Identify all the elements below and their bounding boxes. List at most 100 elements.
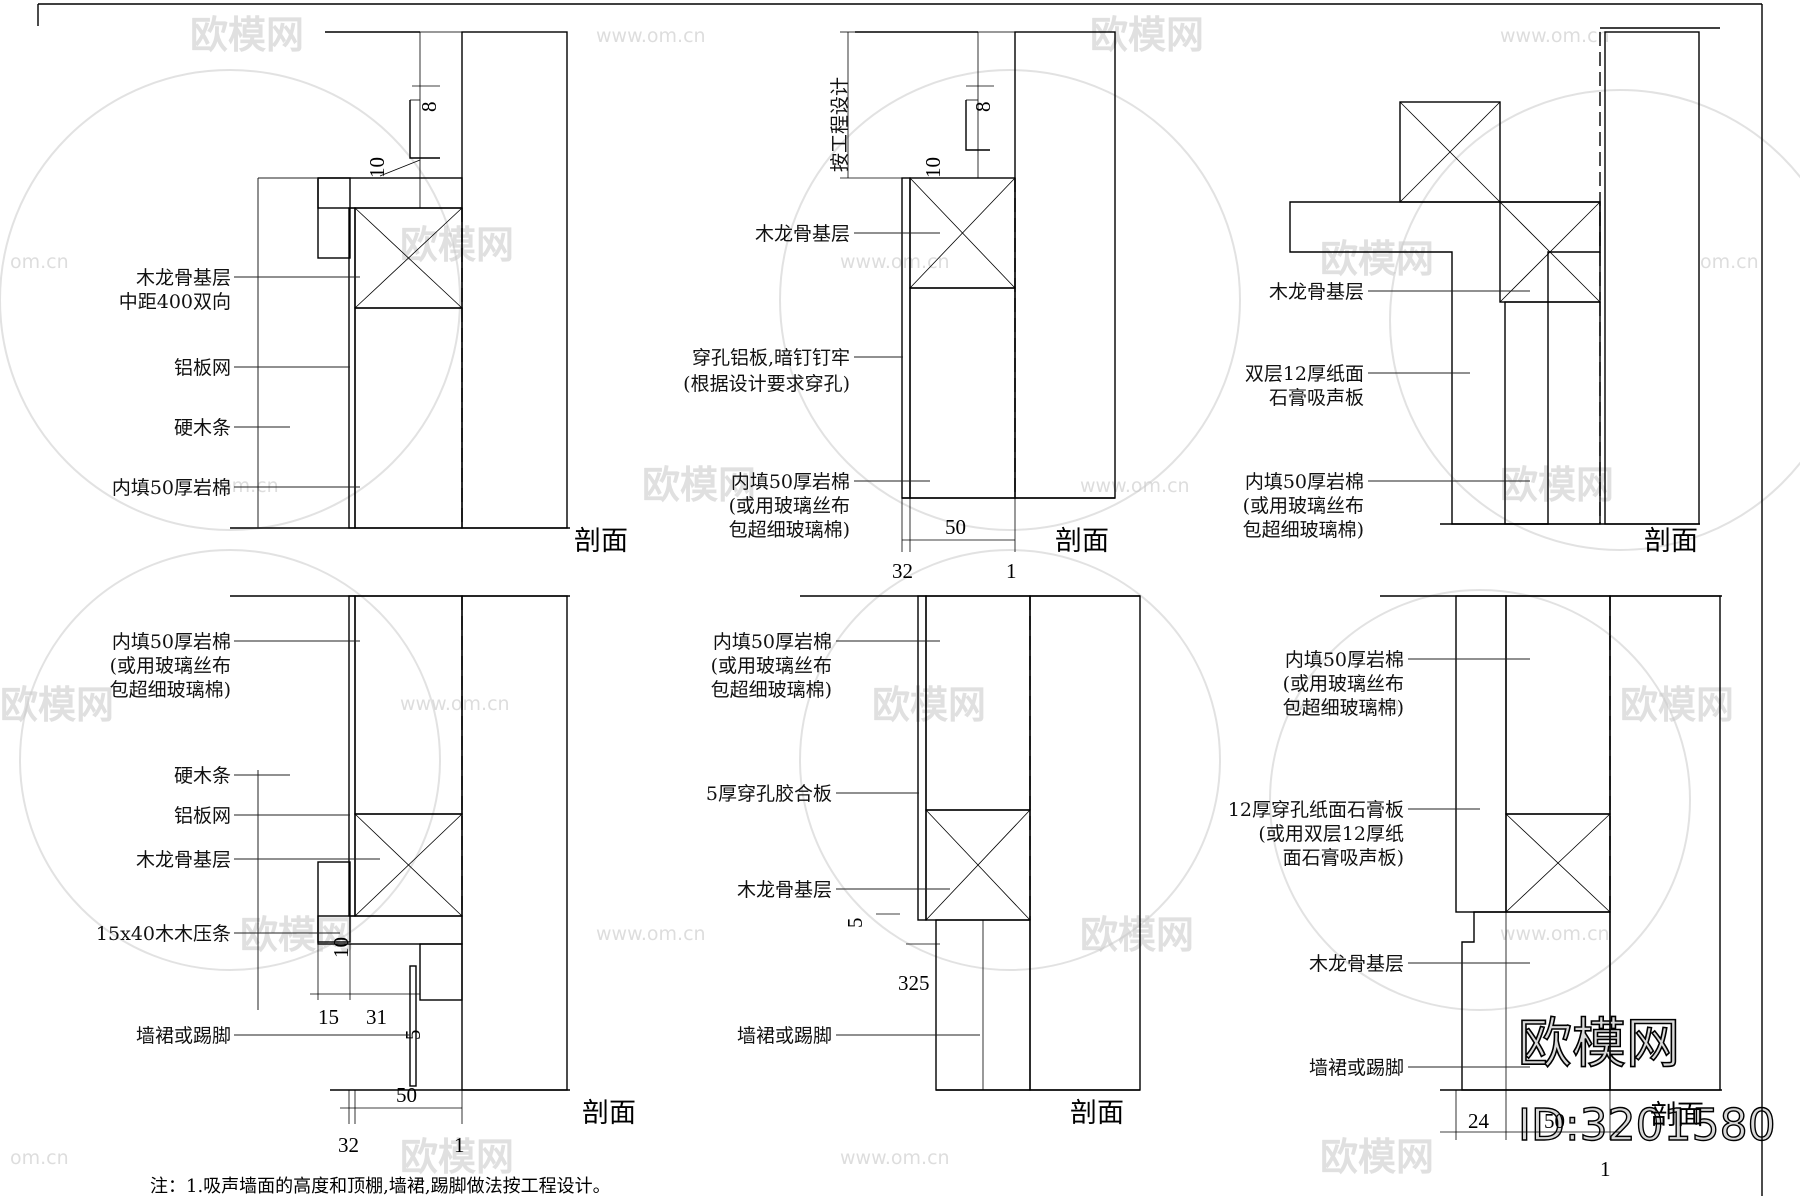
skirting-board bbox=[409, 965, 417, 1087]
concrete-wall bbox=[1014, 31, 1116, 499]
label-perforation-note: (根据设计要求穿孔) bbox=[683, 373, 850, 395]
section-title: 剖面 bbox=[582, 1098, 636, 1129]
watermark-brand: 欧模网 bbox=[1090, 13, 1204, 57]
watermark-url: www.om.cn bbox=[840, 1147, 950, 1169]
label-glass-cloth: (或用玻璃丝布 bbox=[1243, 495, 1364, 517]
watermark-url: www.om.cn bbox=[1290, 693, 1400, 715]
skirting bbox=[419, 943, 463, 1001]
drawing-frame bbox=[37, 3, 1763, 1196]
watermark-brand: 欧模网 bbox=[0, 683, 114, 727]
label-double-gypsum: 双层12厚纸面 bbox=[1245, 363, 1364, 385]
watermark-url: www.om.cn bbox=[1500, 923, 1610, 945]
watermark-url: www.om.cn bbox=[1500, 25, 1610, 47]
label-hardwood-strip: 硬木条 bbox=[174, 417, 231, 439]
dim-32: 32 bbox=[338, 1133, 359, 1157]
rock-wool-infill bbox=[909, 287, 1016, 499]
label-timber-base: 木龙骨基层 bbox=[1269, 281, 1364, 303]
dim-50: 50 bbox=[396, 1083, 417, 1107]
dim-50: 50 bbox=[945, 515, 966, 539]
label-skirting: 墙裙或踢脚 bbox=[136, 1025, 231, 1047]
label-gypsum-board: 石膏吸声板 bbox=[1269, 386, 1364, 409]
label-rock-wool: 内填50厚岩棉 bbox=[713, 631, 832, 653]
label-gypsum-board: 12厚穿孔纸面石膏板 bbox=[1228, 798, 1404, 821]
watermark-url: www.om.cn bbox=[400, 693, 510, 715]
detail-4: 15 31 10 5 50 32 1 内填50厚岩棉 (或用玻璃丝布 包超细玻璃… bbox=[96, 595, 636, 1157]
watermark-brand: 欧模网 bbox=[400, 223, 514, 267]
section-title: 剖面 bbox=[1644, 526, 1698, 557]
hardwood-strip bbox=[317, 177, 463, 209]
dim-10: 10 bbox=[329, 937, 353, 958]
label-timber-base: 木龙骨基层 bbox=[136, 849, 231, 871]
watermark-url: www.om.cn bbox=[1080, 475, 1190, 497]
label-glass-wool: 包超细玻璃棉) bbox=[110, 679, 231, 701]
section-title: 剖面 bbox=[1650, 1100, 1704, 1131]
watermark-brand: 欧模网 bbox=[642, 463, 756, 507]
dim-8: 8 bbox=[971, 102, 995, 113]
dim-5: 5 bbox=[401, 1030, 425, 1041]
label-timber-base: 木龙骨基层 bbox=[737, 879, 832, 901]
detail-3: 木龙骨基层 双层12厚纸面 石膏吸声板 内填50厚岩棉 (或用玻璃丝布 包超细玻… bbox=[1243, 27, 1720, 557]
label-rock-wool: 内填50厚岩棉 bbox=[1245, 471, 1364, 493]
perforated-aluminum-panel bbox=[901, 177, 911, 499]
watermark-brand: 欧模网 bbox=[1320, 1135, 1434, 1179]
concrete-wall bbox=[461, 31, 568, 529]
label-acoustic-board: 面石膏吸声板) bbox=[1283, 846, 1404, 869]
label-perforated-aluminum: 穿孔铝板,暗钉钉牢 bbox=[692, 347, 850, 369]
section-title: 剖面 bbox=[1055, 526, 1109, 557]
watermark-url: om.cn bbox=[10, 251, 69, 273]
watermark-brand: 欧模网 bbox=[872, 683, 986, 727]
label-glass-wool: 包超细玻璃棉) bbox=[1243, 519, 1364, 541]
label-glass-cloth: (或用玻璃丝布 bbox=[1283, 673, 1404, 695]
label-rock-wool: 内填50厚岩棉 bbox=[112, 631, 231, 653]
label-aluminum-mesh: 铝板网 bbox=[174, 357, 231, 379]
dim-10: 10 bbox=[921, 157, 945, 178]
brand-stamp: 欧模网 ID:3201580 bbox=[1517, 1011, 1776, 1152]
watermark-url: om.cn bbox=[1700, 251, 1759, 273]
detail-1: 8 10 木龙骨基层 中距400双向 铝板网 硬木条 内填50厚岩棉 剖面 bbox=[112, 31, 628, 557]
perforated-gypsum-board bbox=[1455, 595, 1507, 913]
concrete-wall bbox=[1604, 31, 1700, 525]
label-glass-wool: 包超细玻璃棉) bbox=[711, 679, 832, 701]
label-glass-wool: 包超细玻璃棉) bbox=[1283, 697, 1404, 719]
perforated-plywood bbox=[917, 595, 927, 921]
label-glass-wool: 包超细玻璃棉) bbox=[729, 519, 850, 541]
dim-vertical: 按工程设计 bbox=[829, 77, 851, 172]
label-rock-wool: 内填50厚岩棉 bbox=[731, 471, 850, 493]
rock-wool-infill bbox=[354, 307, 463, 529]
footnote: 注：1.吸声墙面的高度和顶棚,墙裙,踢脚做法按工程设计。 bbox=[150, 1176, 611, 1197]
dim-325: 325 bbox=[898, 971, 930, 995]
dim-5: 5 bbox=[843, 918, 867, 929]
dim-8: 8 bbox=[417, 102, 441, 113]
hardwood-strip bbox=[317, 177, 351, 259]
dim-1: 1 bbox=[1006, 559, 1017, 583]
watermark-brand: 欧模网 bbox=[240, 913, 354, 957]
label-aluminum-mesh: 铝板网 bbox=[174, 805, 231, 827]
watermark-url: www.om.cn bbox=[840, 251, 950, 273]
label-glass-cloth: (或用玻璃丝布 bbox=[711, 655, 832, 677]
watermark-brand: 欧模网 bbox=[1500, 463, 1614, 507]
watermark-brand: 欧模网 bbox=[1620, 683, 1734, 727]
label-spacing: 中距400双向 bbox=[119, 291, 231, 313]
label-rock-wool: 内填50厚岩棉 bbox=[1285, 649, 1404, 671]
concrete-wall bbox=[1029, 595, 1141, 1091]
concrete-wall bbox=[461, 595, 568, 1091]
detail-5: 5 325 内填50厚岩棉 (或用玻璃丝布 包超细玻璃棉) 5厚穿孔胶合板 木龙… bbox=[706, 595, 1141, 1129]
label-skirting: 墙裙或踢脚 bbox=[1309, 1057, 1404, 1079]
dim-10: 10 bbox=[365, 157, 389, 178]
stamp-id: ID:3201580 bbox=[1518, 1100, 1776, 1151]
hardwood-strip bbox=[317, 861, 351, 943]
dim-15: 15 bbox=[318, 1005, 339, 1029]
watermark-brand: 欧模网 bbox=[190, 13, 304, 57]
dim-31: 31 bbox=[366, 1005, 387, 1029]
label-batten: 15x40木木压条 bbox=[96, 923, 231, 945]
rock-wool-infill bbox=[1505, 595, 1611, 815]
section-title: 剖面 bbox=[574, 526, 628, 557]
dim-1: 1 bbox=[1600, 1157, 1611, 1181]
watermark-brand: 欧模网 bbox=[400, 1135, 514, 1179]
watermark-url: www.om.cn bbox=[596, 923, 706, 945]
watermark-url: om.cn bbox=[10, 1147, 69, 1169]
detail-2: 按工程设计 8 10 50 32 1 木龙骨基层 穿孔铝板,暗钉钉牢 (根据设计… bbox=[683, 31, 1116, 583]
watermark-brand: 欧模网 bbox=[1080, 913, 1194, 957]
label-glass-cloth: (或用玻璃丝布 bbox=[729, 495, 850, 517]
dim-24: 24 bbox=[1468, 1109, 1490, 1133]
